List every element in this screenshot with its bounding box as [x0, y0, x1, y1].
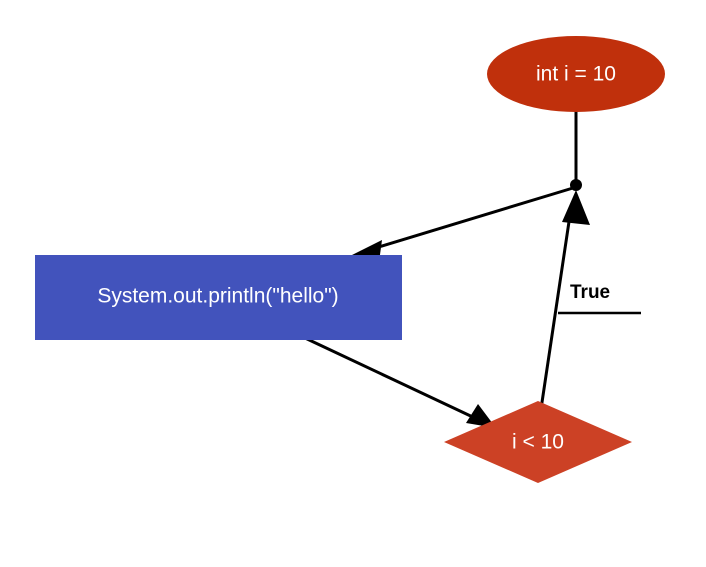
arrowhead-print-to-condition — [466, 404, 496, 428]
arrowhead-condition-to-merge — [562, 190, 590, 225]
edge-condition-to-merge — [539, 214, 572, 410]
edge-label-true: True — [570, 282, 610, 303]
node-print[interactable]: System.out.println("hello") — [35, 255, 402, 340]
edge-merge-to-print — [371, 186, 574, 251]
node-print-label: System.out.println("hello") — [97, 285, 338, 308]
diamond-shape — [444, 401, 632, 483]
node-condition[interactable]: i < 10 — [444, 401, 632, 483]
node-condition-label: i < 10 — [512, 431, 564, 454]
edge-print-to-condition — [304, 336, 478, 421]
ellipse-shape — [487, 36, 665, 112]
node-start[interactable]: int i = 10 — [487, 36, 665, 112]
rectangle-shape — [35, 255, 402, 340]
node-start-label: int i = 10 — [536, 63, 616, 86]
merge-junction-dot[interactable] — [570, 179, 582, 191]
